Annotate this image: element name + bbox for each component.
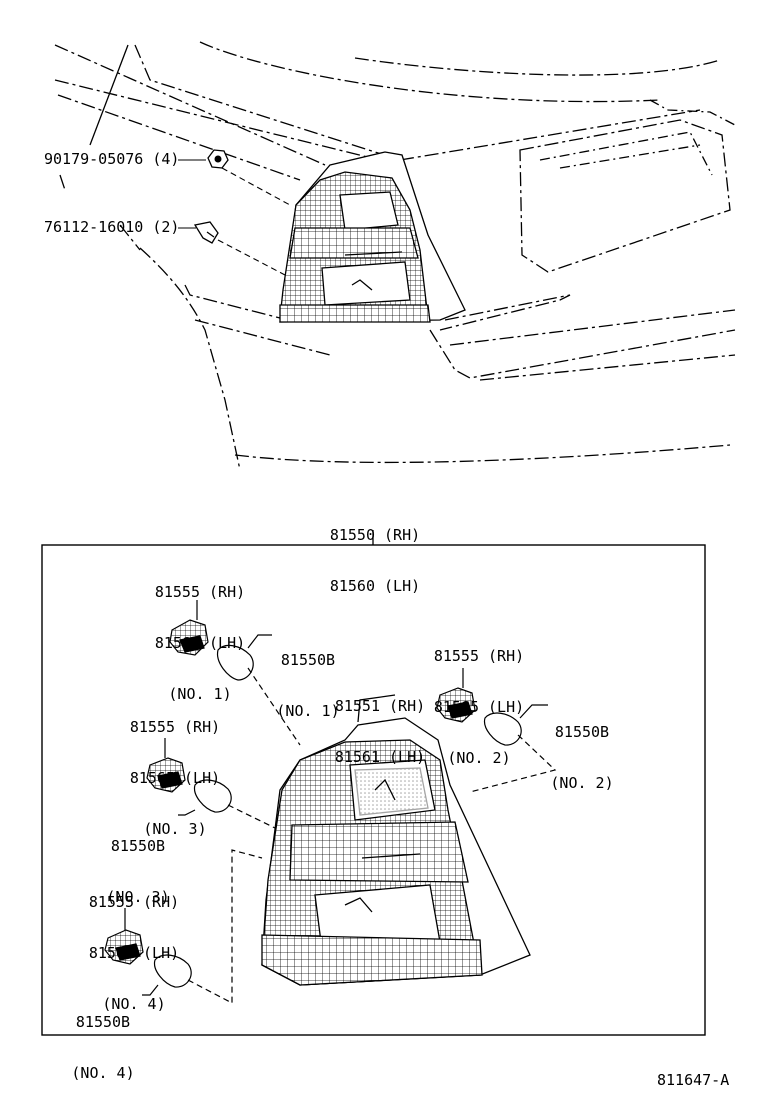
- bulb-no4-label: 81550B (NO. 4): [63, 980, 143, 1099]
- socket-no2-no: (NO. 2): [447, 749, 511, 767]
- bulb-no4-part: 81550B: [75, 1013, 131, 1031]
- socket-no2-lh: 81565 (LH): [433, 698, 525, 716]
- socket-no1-rh: 81555 (RH): [154, 583, 246, 601]
- socket-no4-no: (NO. 4): [102, 995, 166, 1013]
- bulb-no1: [216, 634, 301, 746]
- bulb-no3: [178, 779, 276, 829]
- bulb-no1-part: 81550B: [280, 651, 336, 669]
- socket-no4: [104, 908, 144, 965]
- bulb-no4: [142, 849, 263, 1004]
- bulb-no2-part: 81550B: [554, 723, 610, 741]
- bulb-no1-no: (NO. 1): [276, 702, 340, 720]
- nut-part-label: 90179-05076 (4): [44, 150, 180, 168]
- socket-no4-label: 81555 (RH) 81565 (LH) (NO. 4): [84, 860, 184, 1030]
- socket-no1-no: (NO. 1): [168, 685, 232, 703]
- socket-no3-no: (NO. 3): [143, 820, 207, 838]
- vehicle-body-outline: [54, 41, 736, 471]
- clip-part-label: 76112-16010 (2): [44, 218, 180, 236]
- socket-no4-rh: 81555 (RH): [88, 893, 180, 911]
- socket-no1-lh: 81565 (LH): [154, 634, 246, 652]
- socket-no3-label: 81555 (RH) 81565 (LH) (NO. 3): [125, 685, 225, 855]
- bulb-no2-no: (NO. 2): [550, 774, 614, 792]
- assembly-label: 81550 (RH) 81560 (LH): [315, 493, 435, 612]
- bulb-no4-no: (NO. 4): [71, 1064, 135, 1082]
- socket-no2-rh: 81555 (RH): [433, 647, 525, 665]
- bulb-no2: [469, 704, 557, 793]
- lens-label: 81551 (RH) 81561 (LH): [330, 664, 430, 783]
- bulb-no2-label: 81550B (NO. 2): [542, 690, 622, 809]
- tail-lamp-lens: [261, 694, 531, 986]
- bulb-no1-label: 81550B (NO. 1): [268, 618, 348, 737]
- nut-fastener: [178, 149, 291, 206]
- bulb-no3-label: 81550B (NO. 3): [98, 804, 178, 923]
- assembly-lh-label: 81560 (LH): [329, 577, 421, 595]
- installed-tail-lamp: [279, 151, 466, 323]
- clip-fastener: [178, 221, 286, 276]
- socket-no4-lh: 81565 (LH): [88, 944, 180, 962]
- socket-no3: [146, 738, 186, 793]
- socket-no2: [436, 668, 476, 723]
- socket-no3-rh: 81555 (RH): [129, 718, 221, 736]
- socket-no2-label: 81555 (RH) 81565 (LH) (NO. 2): [429, 614, 529, 784]
- socket-no1-label: 81555 (RH) 81565 (LH) (NO. 1): [150, 550, 250, 720]
- bulb-no3-part: 81550B: [110, 837, 166, 855]
- assembly-frame: [41, 544, 706, 1036]
- assembly-rh-label: 81550 (RH): [329, 526, 421, 544]
- lens-lh-label: 81561 (LH): [334, 748, 426, 766]
- figure-code: 811647-A: [657, 1071, 730, 1089]
- lens-rh-label: 81551 (RH): [334, 697, 426, 715]
- socket-no3-lh: 81565 (LH): [129, 769, 221, 787]
- bulb-no3-no: (NO. 3): [106, 888, 170, 906]
- socket-no1: [169, 600, 209, 656]
